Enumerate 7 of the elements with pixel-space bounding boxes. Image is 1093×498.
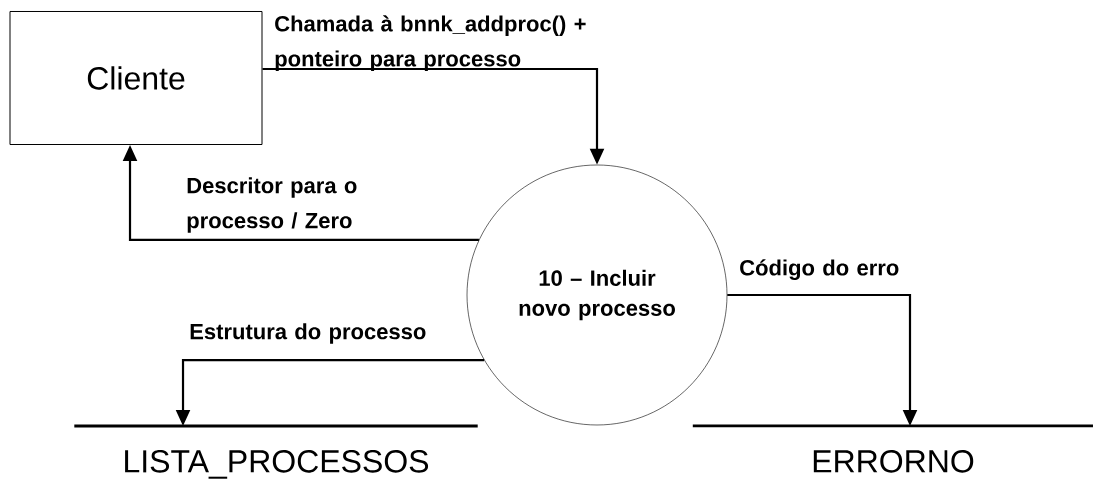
edge-label: Chamada à bnnk_addproc() + ponteiro para processo [275,15,586,71]
edge-label: Estrutura do processo [190,323,426,344]
data-store: LISTA_PROCESSOS [74,424,478,479]
process-box: Cliente [9,11,263,145]
edge-label: Descritor para o processo / Zero [187,177,357,233]
data-store: ERRORNO [692,424,1093,473]
edge-label: Código do erro [740,259,899,280]
